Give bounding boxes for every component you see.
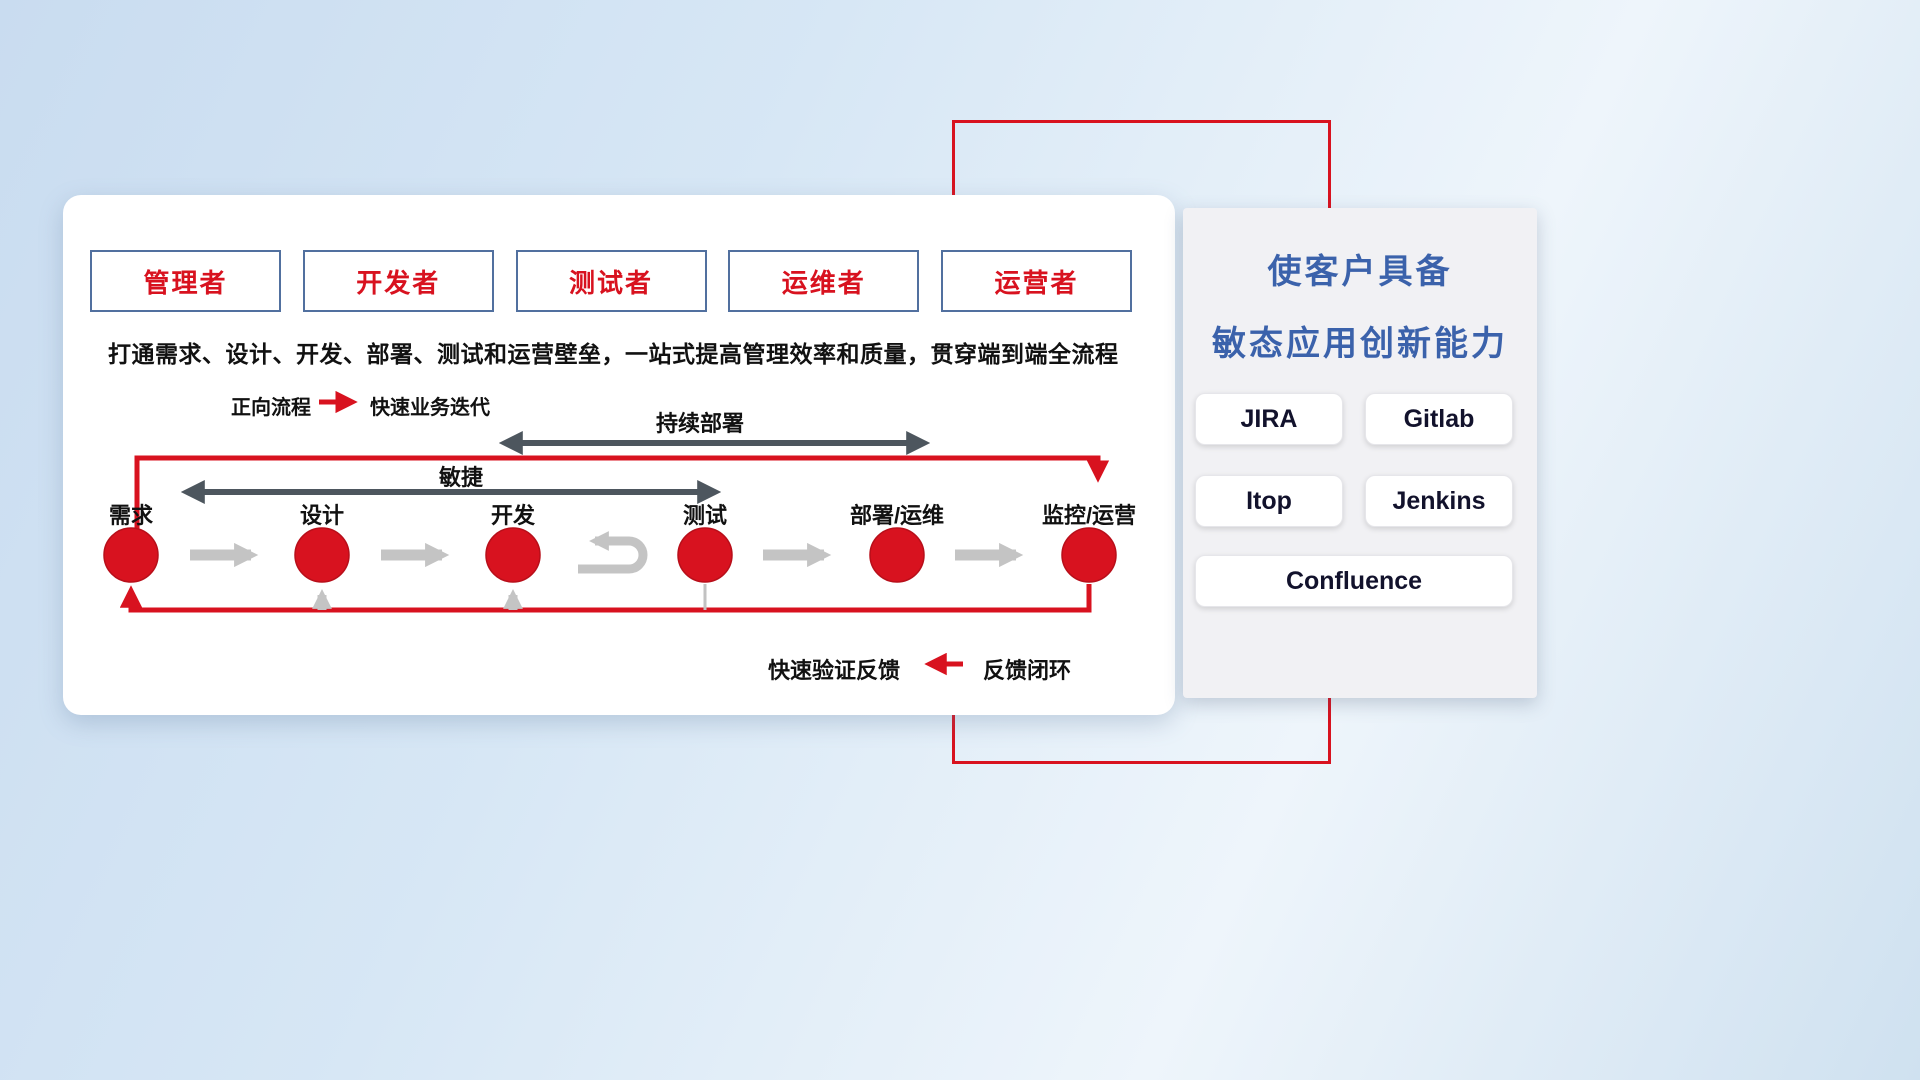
node-circle-requirements (103, 527, 159, 583)
role-box-ops: 运维者 (728, 250, 920, 312)
role-box-operator: 运营者 (941, 250, 1132, 312)
devops-flow-card: 管理者 开发者 测试者 运维者 运营者 打通需求、设计、开发、部署、测试和运营壁… (63, 195, 1175, 715)
role-label: 运维者 (781, 267, 866, 298)
tool-box-jira: JIRA (1195, 393, 1343, 445)
role-box-manager: 管理者 (90, 250, 281, 312)
card-subtitle: 打通需求、设计、开发、部署、测试和运营壁垒，一站式提高管理效率和质量，贯穿端到端… (108, 341, 1119, 367)
role-label: 测试者 (568, 267, 653, 298)
node-label-deploy-ops: 部署/运维 (849, 503, 945, 528)
panel-title-line2: 敏态应用创新能力 (1212, 325, 1508, 363)
feedback-flow-line (119, 584, 1092, 613)
panel-title-line1: 使客户具备 (1267, 253, 1453, 291)
node-label-testing: 测试 (682, 503, 727, 528)
tool-box-confluence: Confluence (1195, 555, 1513, 607)
node-label-design: 设计 (299, 503, 344, 528)
agile-label: 敏捷 (438, 465, 483, 490)
tool-box-itop: Itop (1195, 475, 1343, 527)
node-circle-testing (677, 527, 733, 583)
node-circle-development (485, 527, 541, 583)
iteration-loop-icon (578, 531, 648, 574)
node-circle-design (294, 527, 350, 583)
role-label: 运营者 (994, 267, 1079, 298)
forward-legend-label: 正向流程 (231, 397, 311, 419)
node-circle-deploy-ops (869, 527, 925, 583)
feedback-desc: 快速验证反馈 (768, 658, 901, 683)
node-label-development: 开发 (490, 503, 535, 528)
capability-panel: 使客户具备 敏态应用创新能力 JIRA Gitlab Itop Jenkins … (1183, 208, 1537, 698)
role-box-developer: 开发者 (302, 250, 494, 312)
feedback-label: 反馈闭环 (983, 658, 1072, 683)
role-label: 开发者 (356, 267, 441, 298)
roles-row: 管理者 开发者 测试者 运维者 运营者 (90, 250, 1132, 312)
role-label: 管理者 (143, 267, 228, 298)
continuous-deploy-label: 持续部署 (655, 411, 744, 436)
forward-legend-desc: 快速业务迭代 (370, 397, 490, 419)
node-label-monitor-ops: 监控/运营 (1041, 503, 1137, 528)
flow-diagram (103, 390, 1117, 676)
forward-flow-line (134, 455, 1110, 529)
tool-box-jenkins: Jenkins (1365, 475, 1513, 527)
tool-box-gitlab: Gitlab (1365, 393, 1513, 445)
node-circle-monitor-ops (1061, 527, 1117, 583)
role-box-tester: 测试者 (515, 250, 707, 312)
node-label-requirements: 需求 (108, 503, 153, 528)
